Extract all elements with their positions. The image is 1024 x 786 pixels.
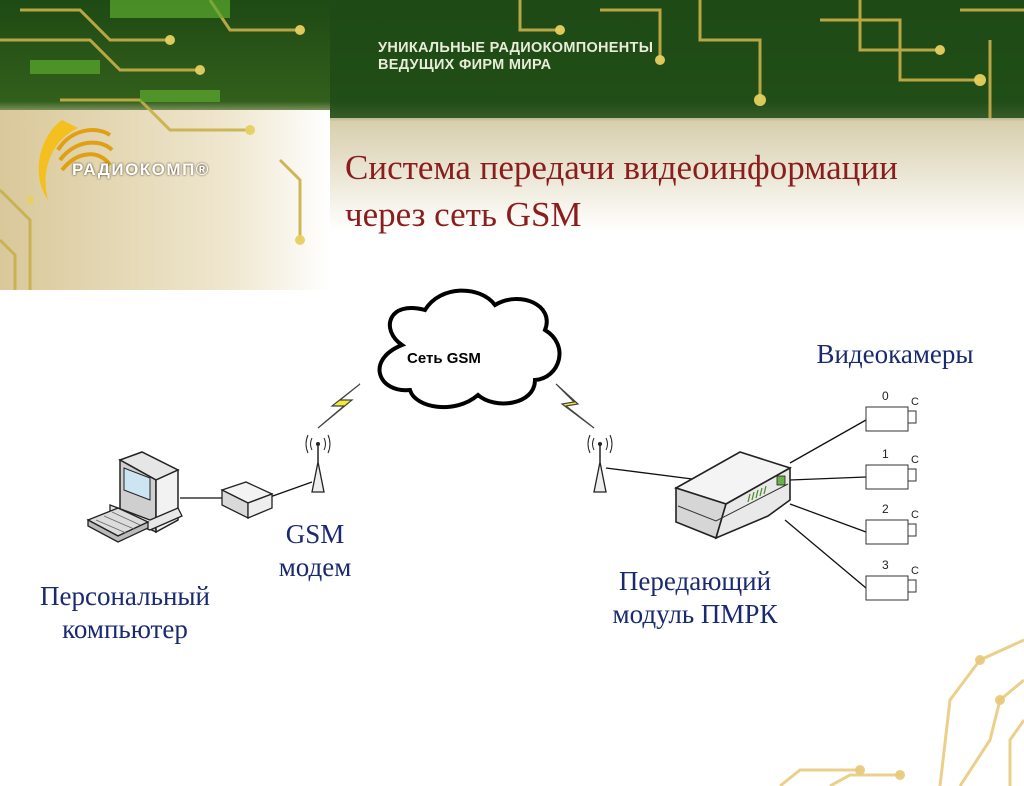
tagline-line1: УНИКАЛЬНЫЕ РАДИОКОМПОНЕНТЫ [378, 40, 654, 56]
camera3-line [784, 519, 867, 589]
camera-0-number: 0 [882, 389, 889, 403]
circuit-board-background [0, 0, 1024, 290]
camera-0-icon [865, 406, 917, 432]
module-label-line2: модуль ПМРК [612, 599, 778, 629]
camera0-line [789, 419, 867, 464]
camera-2-icon [865, 519, 917, 545]
personal-computer-icon [86, 451, 183, 543]
cloud-label: Сеть GSM [407, 350, 481, 367]
lightning-right-icon [555, 383, 595, 429]
pc-label: Персональный компьютер [10, 580, 240, 646]
camera-0-tag: C [911, 396, 919, 408]
modem-label: GSM модем [250, 518, 380, 584]
decorative-circuit-bottom-right [779, 638, 1024, 786]
cameras-label: Видеокамеры [816, 339, 974, 369]
banner-tagline: УНИКАЛЬНЫЕ РАДИОКОМПОНЕНТЫ ВЕДУЩИХ ФИРМ … [378, 40, 653, 74]
camera-3-number: 3 [882, 558, 889, 572]
camera-2-tag: C [911, 509, 919, 521]
module-label-line1: Передающий [618, 566, 772, 596]
gsm-modem-icon [220, 481, 274, 520]
camera-1-number: 1 [882, 447, 889, 461]
brand-logo-text: РАДИОКОМП® [72, 160, 210, 179]
antenna-to-module-line [605, 467, 701, 481]
camera2-line [789, 503, 867, 533]
module-label: Передающий модуль ПМРК [580, 565, 810, 631]
camera1-line [789, 476, 867, 481]
lightning-left-icon [317, 383, 361, 429]
pc-label-line2: компьютер [62, 614, 188, 644]
modem-label-line1: GSM [285, 519, 345, 549]
camera-1-tag: C [911, 454, 919, 466]
camera-1-icon [865, 464, 917, 490]
antenna-right-icon [587, 434, 613, 493]
antenna-left-icon [305, 434, 331, 493]
modem-label-line2: модем [278, 552, 352, 582]
logo-symbol [38, 120, 114, 200]
camera-3-tag: C [911, 565, 919, 577]
pc-label-line1: Персональный [40, 581, 210, 611]
camera-2-number: 2 [882, 502, 889, 516]
modem-to-antenna-line [269, 481, 313, 498]
title-line2: через сеть GSM [345, 195, 582, 234]
gsm-cloud [377, 288, 562, 410]
title-line1: Система передачи видеоинформации [345, 148, 898, 187]
camera-3-icon [865, 575, 917, 601]
tagline-line2: ВЕДУЩИХ ФИРМ МИРА [378, 57, 552, 73]
transmitting-module-icon [674, 451, 792, 540]
slide-title: Система передачи видеоинформации через с… [345, 144, 1005, 238]
header-banner: УНИКАЛЬНЫЕ РАДИОКОМПОНЕНТЫ ВЕДУЩИХ ФИРМ … [0, 0, 1024, 290]
